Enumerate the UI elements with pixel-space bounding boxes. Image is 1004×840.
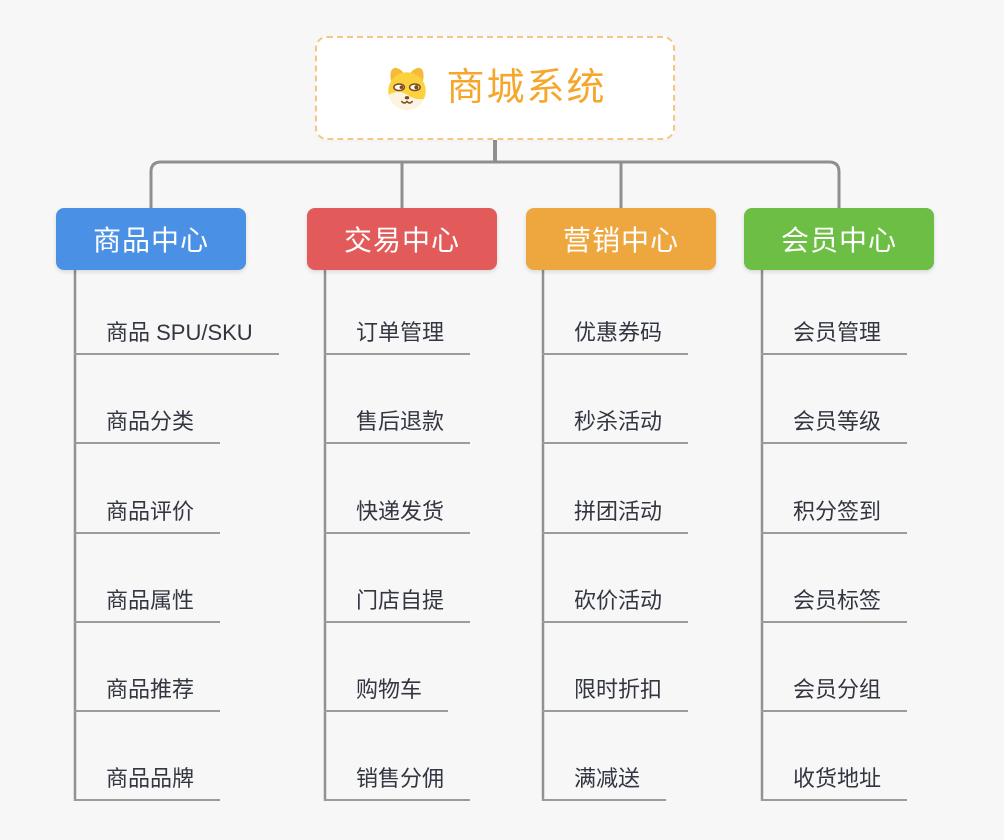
leaf-node[interactable]: 商品 SPU/SKU [74, 321, 279, 355]
leaf-node[interactable]: 商品品牌 [74, 767, 221, 801]
root-title: 商城系统 [446, 67, 607, 109]
leaf-node[interactable]: 会员等级 [761, 410, 908, 444]
branch-label: 交易中心 [343, 225, 460, 256]
leaf-node[interactable]: 商品评价 [74, 500, 221, 534]
branch-node-marketing-center[interactable]: 营销中心 [526, 208, 716, 270]
leaf-node[interactable]: 砍价活动 [542, 589, 689, 623]
branch-label: 会员中心 [780, 225, 897, 256]
branch-node-trade-center[interactable]: 交易中心 [307, 208, 497, 270]
branch-label: 营销中心 [562, 225, 679, 256]
leaf-node[interactable]: 商品属性 [74, 589, 221, 623]
branch-label: 商品中心 [92, 225, 209, 256]
leaf-node[interactable]: 销售分佣 [324, 767, 471, 801]
leaf-node[interactable]: 售后退款 [324, 410, 471, 444]
leaf-node[interactable]: 拼团活动 [542, 500, 689, 534]
leaf-node[interactable]: 商品分类 [74, 410, 221, 444]
leaf-node[interactable]: 订单管理 [324, 321, 471, 355]
leaf-node[interactable]: 快递发货 [324, 500, 471, 534]
leaf-node[interactable]: 商品推荐 [74, 678, 221, 712]
branch-node-member-center[interactable]: 会员中心 [744, 208, 934, 270]
doge-face-icon [388, 67, 427, 110]
leaf-node[interactable]: 会员标签 [761, 589, 908, 623]
leaf-node[interactable]: 秒杀活动 [542, 410, 689, 444]
branch-node-product-center[interactable]: 商品中心 [56, 208, 246, 270]
leaf-node[interactable]: 收货地址 [761, 767, 908, 801]
leaf-node[interactable]: 门店自提 [324, 589, 471, 623]
leaf-node[interactable]: 优惠券码 [542, 321, 689, 355]
root-node-mall-system[interactable]: 商城系统 [315, 36, 675, 140]
leaf-node[interactable]: 限时折扣 [542, 678, 689, 712]
leaf-node[interactable]: 满减送 [542, 767, 667, 801]
leaf-node[interactable]: 会员管理 [761, 321, 908, 355]
leaf-node[interactable]: 购物车 [324, 678, 449, 712]
leaf-node[interactable]: 积分签到 [761, 500, 908, 534]
leaf-node[interactable]: 会员分组 [761, 678, 908, 712]
